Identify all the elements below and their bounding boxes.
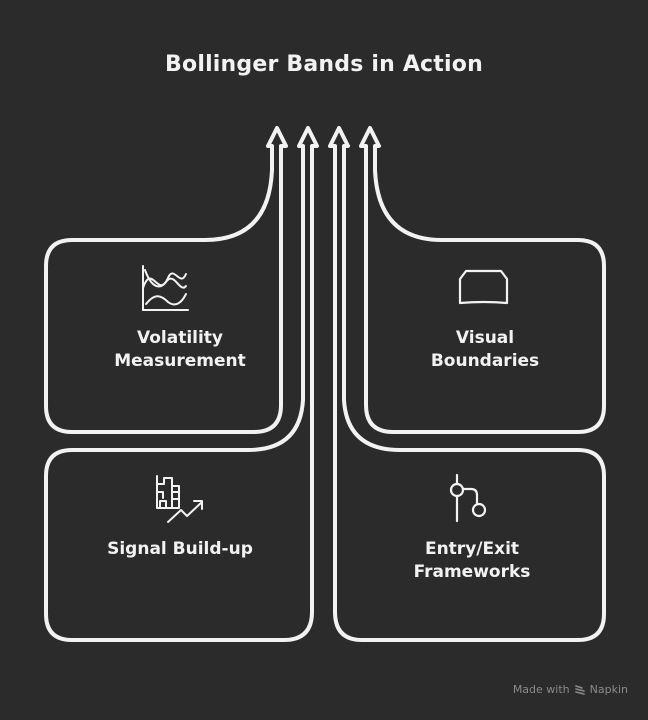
card-outline-signal	[44, 126, 319, 642]
line-chart-icon	[142, 265, 189, 311]
rectangle-frame-icon	[458, 269, 509, 305]
card-label-line: Entry/Exit	[424, 539, 520, 559]
diagram-title: Bollinger Bands in Action	[165, 52, 483, 77]
card-outline-visual	[359, 126, 606, 434]
card-outline-volatility	[44, 126, 288, 434]
card-label-signal: Signal Build-up	[60, 538, 300, 561]
card-label-line: Frameworks	[413, 562, 531, 582]
napkin-logo-icon	[574, 684, 585, 695]
card-label-volatility: Volatility Measurement	[60, 327, 300, 373]
card-label-line: Visual	[455, 328, 515, 348]
footer-made-with: Made with	[512, 683, 570, 696]
card-label-line: Volatility	[136, 328, 224, 348]
footer-attribution[interactable]: Made with Napkin	[513, 683, 628, 696]
building-growth-icon	[156, 475, 203, 523]
card-label-line: Signal Build-up	[107, 539, 253, 559]
footer-brand: Napkin	[589, 683, 628, 696]
card-label-entry: Entry/Exit Frameworks	[352, 538, 592, 584]
card-label-visual: Visual Boundaries	[365, 327, 605, 373]
card-label-line: Boundaries	[430, 351, 540, 371]
card-label-line: Measurement	[114, 351, 246, 371]
card-outline-entry	[328, 126, 606, 642]
git-branch-icon	[449, 473, 487, 523]
